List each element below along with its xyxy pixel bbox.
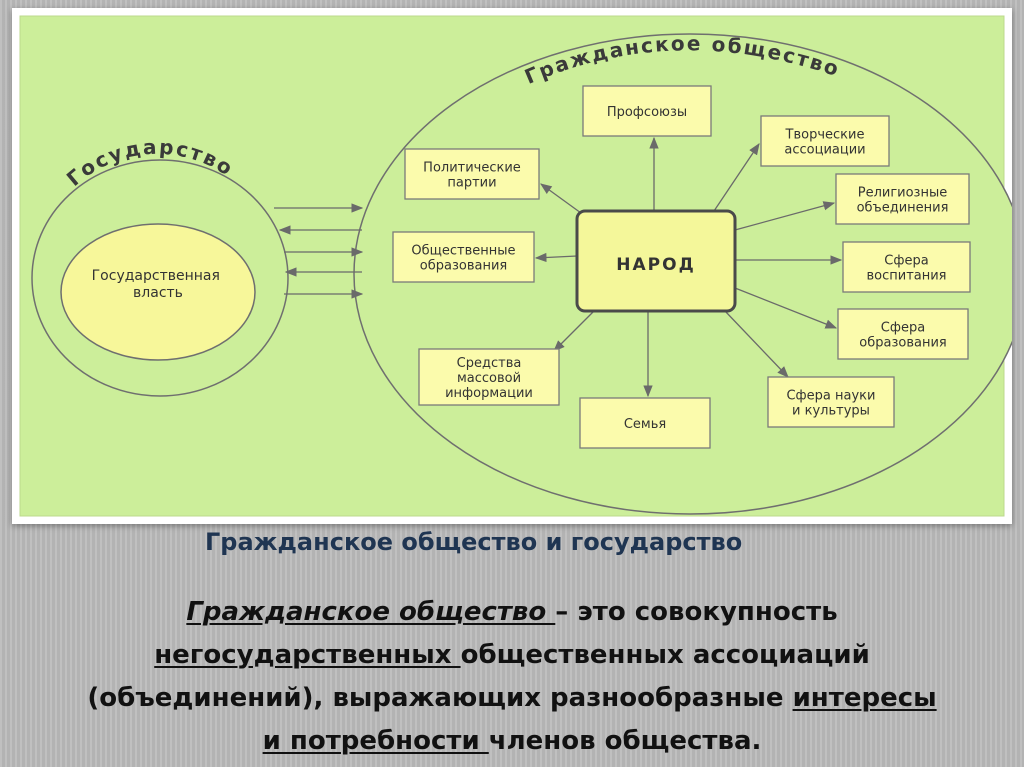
state-power-label: Государственная власть — [92, 268, 225, 301]
node-family: Семья — [579, 397, 711, 449]
arrow-to-education-sphere — [734, 287, 838, 329]
node-box — [582, 85, 712, 137]
definition-line-3: (объединений), выражающих разнообразные — [87, 683, 793, 713]
node-box — [579, 397, 711, 449]
arrow-to-science-culture — [724, 310, 789, 378]
arrow-to-public-organizations — [534, 252, 578, 263]
definition-rest-2: общественных ассоциаций — [460, 640, 870, 670]
definition-term: Гражданское общество — [186, 597, 556, 627]
arrow-to-religious-associations — [734, 201, 836, 231]
node-box — [767, 376, 895, 428]
node-box — [835, 173, 970, 225]
civil-society-diagram: Государство Гражданское общество Государ… — [19, 15, 1012, 517]
node-box — [837, 308, 969, 360]
definition-text: Гражданское общество – это совокупность … — [20, 591, 1004, 763]
core-box — [575, 209, 737, 313]
node-label: Профсоюзы — [607, 105, 687, 120]
node-label: Семья — [624, 417, 666, 432]
state-inner-circle — [60, 223, 256, 361]
definition-word-needs: и потребности — [262, 726, 489, 756]
node-box — [760, 115, 890, 167]
definition-word-nongovernmental: негосударственных — [154, 640, 461, 670]
core-label: НАРОД — [616, 255, 695, 275]
node-box — [842, 241, 971, 293]
definition-word-interests: интересы — [792, 683, 937, 713]
node-box — [392, 231, 535, 283]
definition-rest-4: членов общества. — [488, 726, 762, 756]
node-trade-unions: Профсоюзы — [582, 85, 712, 137]
node-box — [404, 148, 540, 200]
state-connection-arrows — [274, 203, 364, 299]
diagram-frame: Государство Гражданское общество Государ… — [12, 8, 1012, 524]
node-box — [418, 348, 560, 406]
definition-dash: – это совокупность — [555, 597, 838, 627]
caption: Гражданское общество и государство — [205, 528, 743, 556]
arrow-to-creative-associations — [713, 143, 760, 212]
arrow-to-mass-media — [553, 310, 595, 352]
